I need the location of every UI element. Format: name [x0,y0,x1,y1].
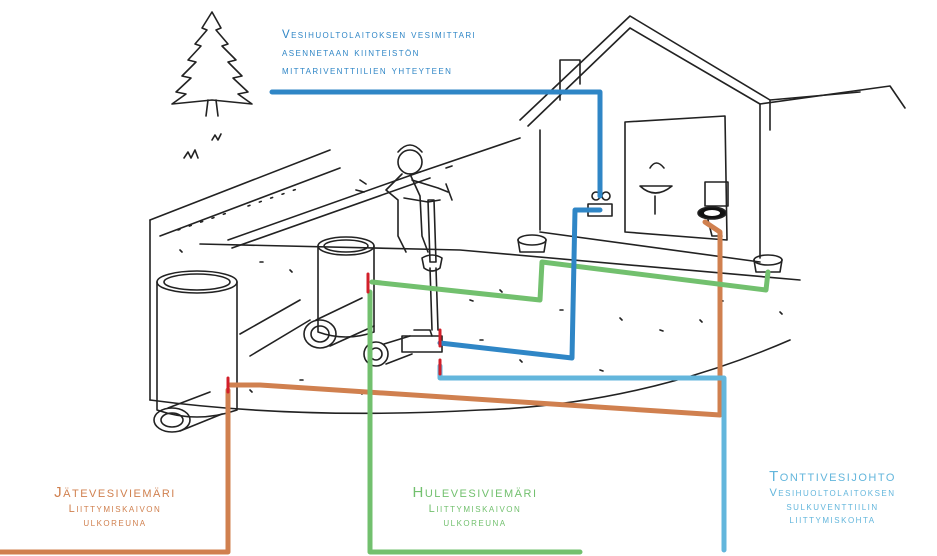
wastewater-leader-line [0,387,231,555]
property-water-sub-3: liittymiskohta [789,514,876,527]
stormwater-sub-2: ulkoreuna [443,516,507,529]
stormwater-pipe-line [369,259,771,303]
water-meter-note: Vesihuoltolaitoksen vesimittari asenneta… [282,26,582,80]
manhole-icon [156,270,238,418]
stormwater-leader-line [367,289,583,555]
stormwater-title: Hulevesiviemäri [412,484,538,501]
wastewater-title: Jätevesiviemäri [54,484,176,501]
stormwater-label: Hulevesiviemäri Liittymiskaivon ulkoreun… [370,484,580,530]
water-pipe-line [437,207,603,361]
manhole-icon [317,236,375,338]
pipe-icon [153,297,413,433]
water-meter-note-line-1: Vesihuoltolaitoksen vesimittari [282,29,477,41]
connection-points [226,272,442,394]
property-water-label: Tonttivesijohto Vesihuoltolaitoksen sulk… [730,468,935,528]
stormwater-sub-1: Liittymiskaivon [428,502,522,515]
property-water-sub-2: sulkuventtiilin [786,500,879,513]
tree-icon [171,11,253,117]
property-water-title: Tonttivesijohto [769,468,896,485]
worker-icon [355,144,453,253]
water-meter-note-line-2: asennetaan kiinteistön [282,47,420,59]
wastewater-sub-2: ulkoreuna [83,516,147,529]
wastewater-sub-1: Liittymiskaivon [68,502,162,515]
house-icon [519,15,906,263]
water-meter-note-line-3: mittariventtiilien yhteyteen [282,65,453,77]
wastewater-label: Jätevesiviemäri Liittymiskaivon ulkoreun… [10,484,220,530]
wastewater-pipe-line [227,219,723,418]
toilet-icon [697,181,729,237]
valve-icon [401,329,443,353]
sink-icon [639,162,673,215]
water-meter-leader-line [269,89,603,199]
property-water-sub-1: Vesihuoltolaitoksen [769,486,896,499]
